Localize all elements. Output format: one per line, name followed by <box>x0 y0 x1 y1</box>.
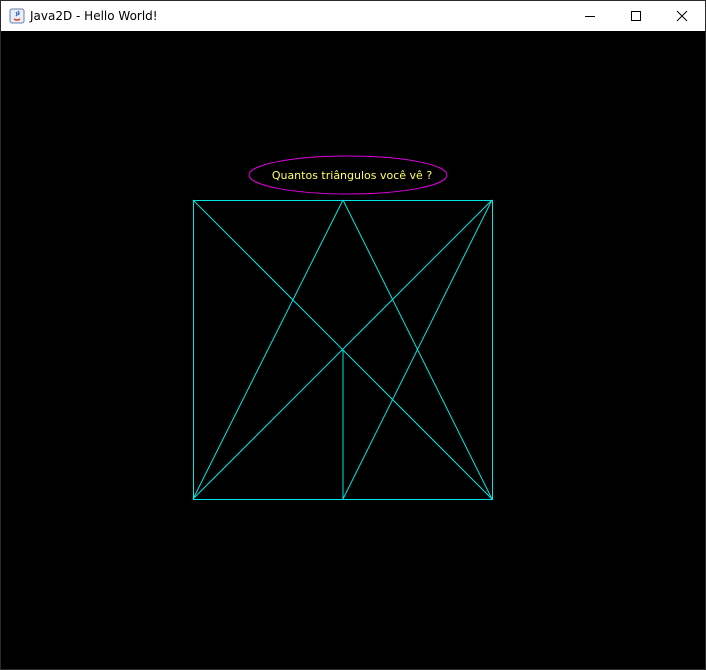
close-icon <box>676 10 688 22</box>
triangle-figure <box>192 199 493 500</box>
window-title: Java2D - Hello World! <box>30 9 158 23</box>
line-apex-left <box>192 199 344 500</box>
minimize-icon <box>585 16 595 17</box>
prompt-ellipse <box>248 155 448 195</box>
maximize-button[interactable] <box>613 1 659 31</box>
maximize-icon <box>631 11 641 21</box>
line-bottom-mid-to-corner <box>342 199 493 500</box>
close-button[interactable] <box>659 1 705 31</box>
drawing-svg: Quantos triângulos você vê ? <box>192 155 493 500</box>
prompt-text: Quantos triângulos você vê ? <box>272 169 433 182</box>
java-app-icon <box>9 8 25 24</box>
title-bar[interactable]: Java2D - Hello World! <box>1 1 705 31</box>
drawing-canvas: Quantos triângulos você vê ? <box>1 31 705 669</box>
window-controls <box>567 1 705 31</box>
line-diagonal-anti <box>192 199 493 500</box>
minimize-button[interactable] <box>567 1 613 31</box>
